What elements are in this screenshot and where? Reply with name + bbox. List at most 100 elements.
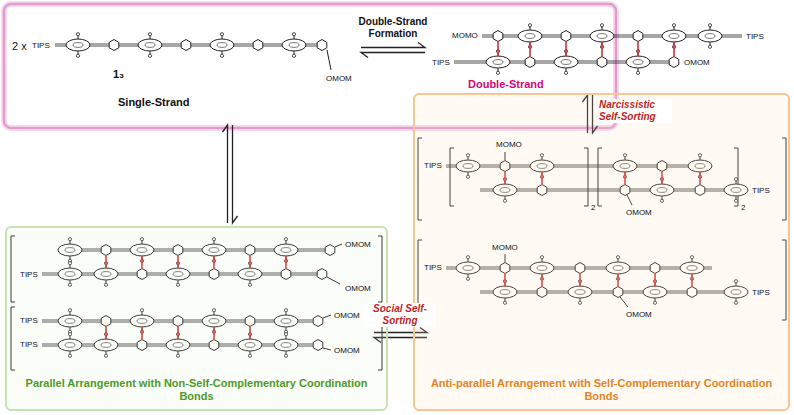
pyridine-ring [317, 40, 327, 51]
molecule [454, 24, 742, 75]
aryl-group [220, 33, 223, 36]
structure-label: OMOM [326, 74, 352, 83]
aryl-group [672, 24, 675, 27]
porphyrin-core [493, 60, 503, 65]
coordination-bond [637, 42, 639, 57]
pyridine-ring [669, 57, 679, 68]
coordination-bond [497, 42, 499, 57]
porphyrin-ring [518, 30, 542, 42]
porphyrin [698, 24, 722, 49]
porphyrin-core [289, 43, 299, 48]
single-strand: 2 x TIPS 1₃ OMOM Single-Strand [8, 10, 358, 122]
aryl-group [496, 71, 499, 74]
porphyrin-ring [210, 39, 234, 51]
aryl-group [292, 33, 295, 36]
structure-label: TIPS [746, 32, 764, 41]
molecule [55, 33, 331, 70]
structure-label: TIPS [424, 263, 442, 272]
aryl-group [220, 54, 223, 57]
parallel-region: TIPSOMOMOMOMTIPSTIPSOMOMOMOMParallel Arr… [5, 226, 388, 411]
structure-label: TIPS [20, 316, 38, 325]
structure-label: MOMO [492, 243, 518, 252]
porphyrin-core [597, 34, 607, 39]
structure-label: 1₃ [113, 68, 124, 81]
porphyrin-core [217, 43, 227, 48]
porphyrin-core [145, 43, 155, 48]
structure-label: TIPS [424, 161, 442, 170]
porphyrin-ring [698, 30, 722, 42]
structure-label: OMOM [334, 311, 360, 320]
structure-label: Single-Strand [118, 96, 190, 109]
pyridine-ring [181, 40, 191, 51]
porphyrin-ring [554, 56, 578, 68]
coordination-bond [565, 42, 567, 57]
porphyrin-ring [662, 30, 686, 42]
pyridine-ring [597, 57, 607, 68]
structure-label: TIPS [32, 41, 50, 50]
aryl-group [708, 24, 711, 27]
structure-label: 2 x [12, 40, 27, 53]
edge-label: Narcissistic Self-Sorting [598, 99, 672, 123]
aryl-group [636, 71, 639, 74]
pyridine-ring [109, 40, 119, 51]
aryl-group [148, 54, 151, 57]
structure-label: TIPS [752, 186, 770, 195]
aryl-group [600, 24, 603, 27]
porphyrin-core [633, 60, 643, 65]
coordination-bond [529, 42, 531, 57]
porphyrin-core [669, 34, 679, 39]
pyridine-ring [561, 31, 571, 42]
aryl-group [76, 54, 79, 57]
structure-label: Double-Strand [468, 78, 544, 91]
porphyrin [210, 33, 234, 58]
structure-label: TIPS [20, 270, 38, 279]
aryl-group [292, 54, 295, 57]
antiparallel-region: TIPSMOMO2OMOM2TIPSTIPSMOMOOMOMTIPSAnti-p… [413, 93, 790, 411]
edge-label: Double-Strand Formation [353, 16, 433, 40]
equilibrium-arrow [223, 125, 238, 223]
structure-label: TIPS [752, 288, 770, 297]
aryl-group [528, 24, 531, 27]
structure-label: OMOM [345, 240, 371, 249]
porphyrin [66, 33, 90, 58]
porphyrin-ring [138, 39, 162, 51]
coordination-bond [673, 42, 675, 57]
region-caption: Anti-parallel Arrangement with Self-Comp… [415, 377, 788, 405]
porphyrin-ring [590, 30, 614, 42]
structure-label: OMOM [684, 58, 710, 67]
pyridine-ring [253, 40, 263, 51]
structure-label: OMOM [345, 284, 371, 293]
porphyrin-core [73, 43, 83, 48]
aryl-group [564, 71, 567, 74]
narcissistic-complex: TIPSMOMO2OMOM2TIPS [421, 136, 785, 222]
coordination-bond [601, 42, 603, 57]
aryl-group [76, 33, 79, 36]
antiparallel-complex: TIPS MOMO OMOM TIPS [421, 238, 785, 322]
double-strand: MOMO TIPS TIPS OMOM Double-Strand [428, 8, 778, 92]
porphyrin-core [705, 34, 715, 39]
bond [327, 50, 331, 70]
pyridine-ring [633, 31, 643, 42]
structure-label: OMOM [626, 310, 652, 319]
structure-label: OMOM [626, 208, 652, 217]
structure-label: TIPS [432, 58, 450, 67]
porphyrin [282, 33, 306, 58]
edge-label: Social Self-Sorting [364, 303, 436, 327]
pyridine-ring [493, 31, 503, 42]
aryl-group [708, 45, 711, 48]
structure-label: MOMO [452, 31, 478, 40]
porphyrin-core [525, 34, 535, 39]
region-caption: Parallel Arrangement with Non-Self-Compl… [7, 377, 386, 405]
parallel-complex: TIPSTIPSOMOMOMOM [13, 308, 383, 372]
porphyrin-ring [66, 39, 90, 51]
porphyrin-ring [626, 56, 650, 68]
pyridine-ring [525, 57, 535, 68]
aryl-group [148, 33, 151, 36]
equilibrium-arrow [361, 43, 425, 58]
porphyrin [138, 33, 162, 58]
structure-label: 2 [591, 203, 595, 212]
structure-label: 2 [741, 203, 745, 212]
porphyrin-ring [486, 56, 510, 68]
